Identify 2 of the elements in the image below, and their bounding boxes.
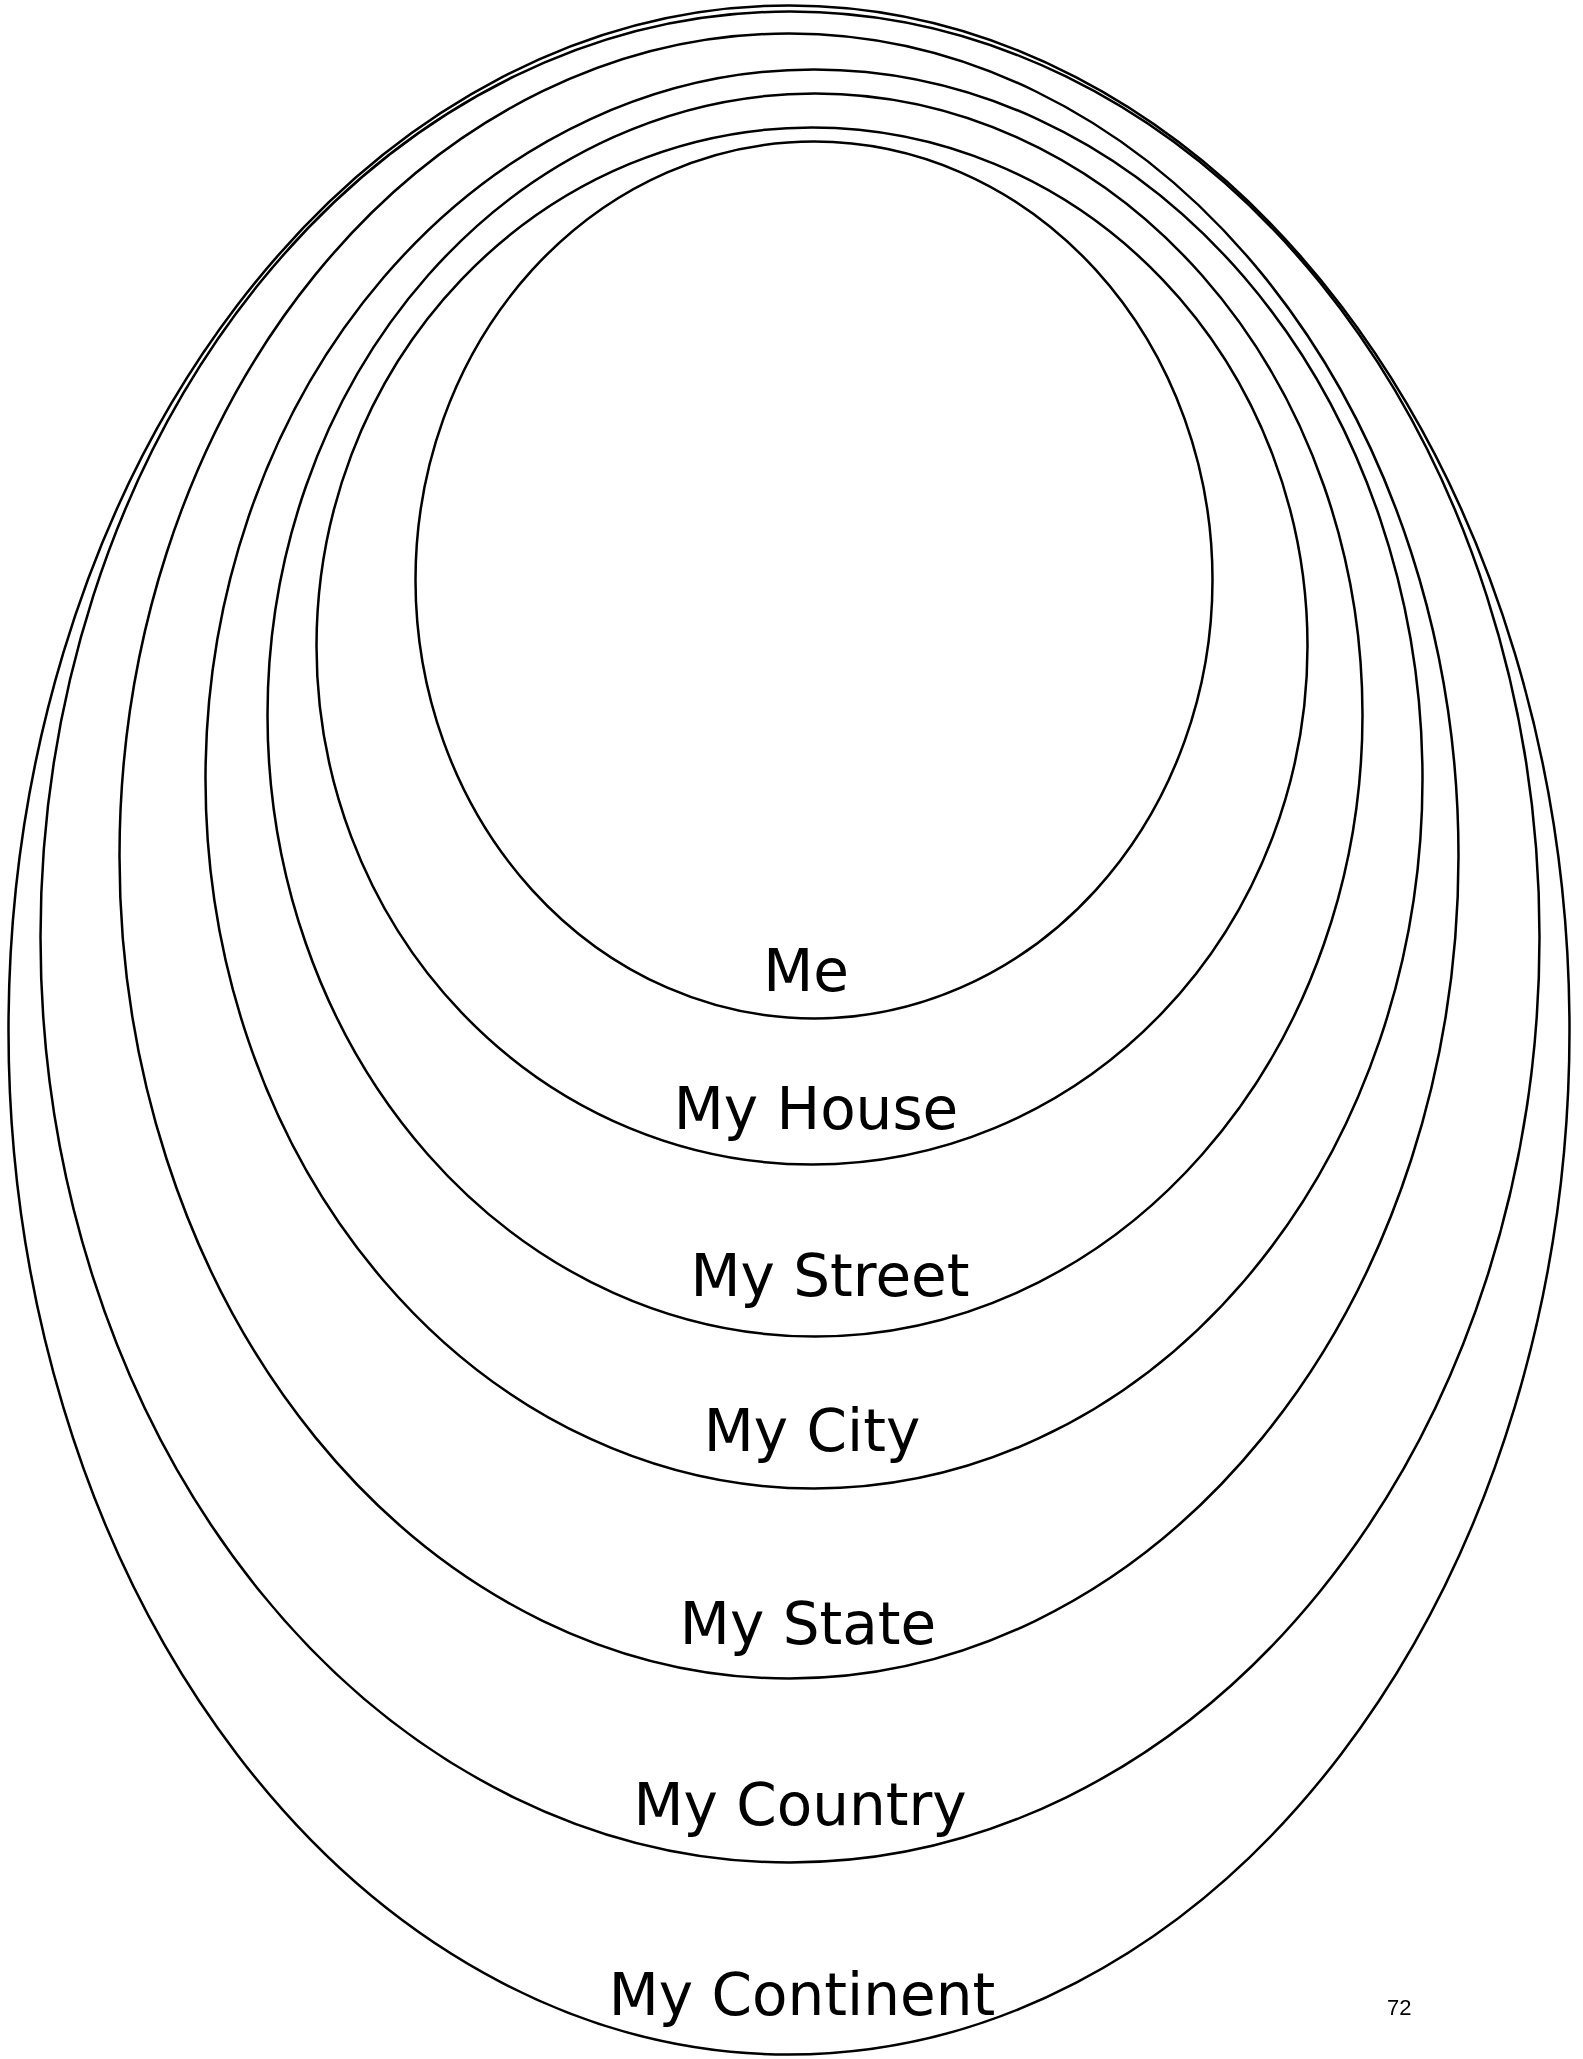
page-number: 72 bbox=[1387, 1995, 1412, 2021]
region-label: Me bbox=[763, 942, 849, 1000]
